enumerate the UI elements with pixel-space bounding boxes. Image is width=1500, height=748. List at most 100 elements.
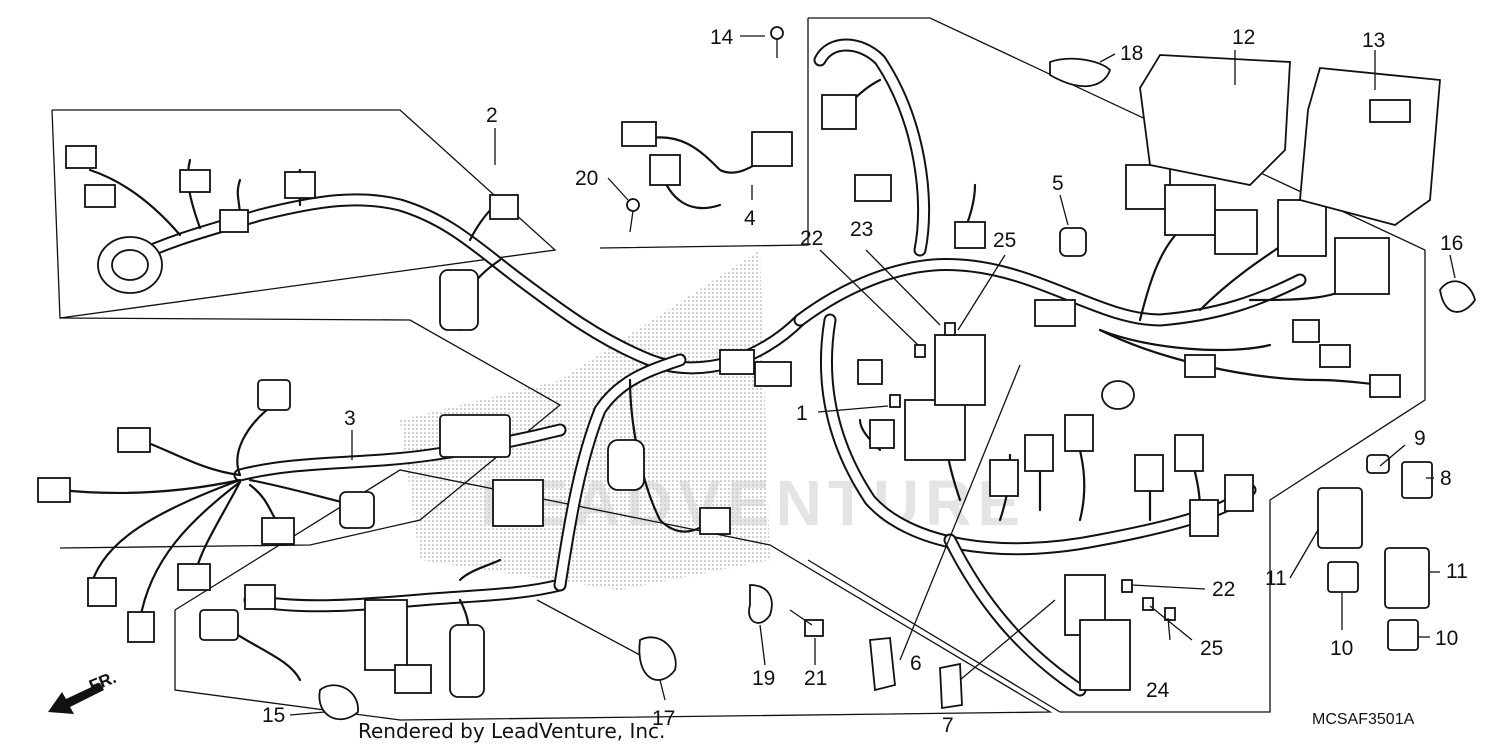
connector-2c <box>179 169 211 193</box>
connector-4b <box>649 154 681 186</box>
callout-2: 2 <box>486 104 498 127</box>
fuse-24-part <box>1142 597 1154 611</box>
connector-main-n <box>1174 434 1204 472</box>
group-frames <box>51 17 1426 721</box>
frame-lower-harness <box>174 469 1053 721</box>
connector-2a <box>65 145 97 169</box>
callout-3: 3 <box>344 407 356 430</box>
clamp-18 <box>1049 57 1112 87</box>
callout-11a: 11 <box>1265 567 1287 590</box>
frame-sub-harness-2 <box>51 109 557 319</box>
ecu-13 <box>1299 67 1441 226</box>
connector-main-v <box>857 359 883 385</box>
condenser-can-upper <box>439 269 479 331</box>
diagram-code: MCSAF3501A <box>1312 711 1415 728</box>
connector-4c <box>751 131 793 167</box>
fuse-25b-part <box>1164 607 1176 621</box>
relay-8 <box>1401 461 1433 499</box>
connector-main-s <box>1319 344 1351 368</box>
ecu-13-label-plate <box>1369 99 1411 123</box>
connector-2e <box>284 171 316 199</box>
connector-main-m <box>1134 454 1164 492</box>
connector-main-l <box>1064 414 1094 452</box>
part-9 <box>1366 454 1390 474</box>
connector-3c <box>37 477 71 503</box>
connector-main-p <box>1224 474 1254 512</box>
callout-24: 24 <box>1146 679 1170 702</box>
callout-25a: 25 <box>993 229 1016 252</box>
clamp-17 <box>638 636 677 681</box>
connector-3e <box>127 611 155 643</box>
condenser-can-mid <box>607 439 645 491</box>
bolt-20-shaft <box>629 210 634 233</box>
front-direction-arrow: FR. <box>48 668 119 714</box>
connector-main-j <box>989 459 1019 497</box>
frame-sub-harness-3 <box>59 317 562 549</box>
callout-5: 5 <box>1052 172 1064 195</box>
lower-harness <box>199 349 792 698</box>
callout-13: 13 <box>1362 29 1385 52</box>
callout-9: 9 <box>1414 427 1426 450</box>
relay-cover-11b <box>1384 547 1430 609</box>
connector-main-h <box>1277 199 1327 257</box>
connector-lower-a <box>199 609 239 641</box>
connector-main-b <box>854 174 892 202</box>
part-5 <box>1059 227 1087 257</box>
connector-lower-block <box>364 599 408 671</box>
callout-7: 7 <box>942 714 954 737</box>
clamp-15 <box>318 684 359 721</box>
callout-labels: 2 3 4 5 6 7 8 9 10 10 11 11 12 13 14 15 … <box>262 26 1468 737</box>
connector-lower-e <box>699 507 731 535</box>
connector-main-g <box>1214 209 1258 255</box>
callout-20: 20 <box>575 167 598 190</box>
bolt-21-shaft <box>789 609 813 626</box>
connector-main-o <box>1189 499 1219 537</box>
credit-text: Rendered by LeadVenture, Inc. <box>358 719 665 743</box>
connector-3-block <box>439 414 511 458</box>
fuse-22b-part <box>1121 579 1133 593</box>
callout-10b: 10 <box>1435 627 1458 650</box>
callout-15: 15 <box>262 704 285 727</box>
connector-main-u <box>869 419 895 449</box>
relay-10b <box>1387 619 1419 651</box>
connector-main-r <box>1369 374 1401 398</box>
relay-10a <box>1327 561 1359 593</box>
connector-lower-b <box>244 584 276 610</box>
connector-4a <box>621 121 657 147</box>
sub-harness-2 <box>65 145 807 375</box>
connector-main-f <box>1164 184 1216 236</box>
fuse-22a-part <box>914 344 926 358</box>
callout-22b: 22 <box>1212 578 1235 601</box>
connector-2d <box>219 209 249 233</box>
connector-main-i <box>1334 237 1390 295</box>
callout-14: 14 <box>710 26 734 49</box>
clip-19 <box>748 584 773 624</box>
connector-lower-g <box>754 361 792 387</box>
cover-7 <box>939 662 963 710</box>
callout-11b: 11 <box>1446 560 1468 583</box>
connector-3b <box>117 427 151 453</box>
connector-main-q <box>1184 354 1216 378</box>
connector-3g <box>339 491 375 529</box>
frame-main-harness <box>807 17 1426 713</box>
main-harness <box>793 38 1401 697</box>
relay-cover-11a <box>1317 487 1363 549</box>
coupler-socket-inner <box>111 249 149 281</box>
connector-main-round <box>1101 380 1135 410</box>
callout-17: 17 <box>652 707 675 730</box>
callout-18: 18 <box>1120 42 1143 65</box>
connector-main-t <box>1292 319 1320 343</box>
connector-3d <box>87 577 117 607</box>
callout-10a: 10 <box>1330 637 1353 660</box>
callout-1: 1 <box>796 402 808 425</box>
connector-3f <box>177 563 211 591</box>
connector-main-a <box>821 94 857 130</box>
bolt-14-head <box>770 26 784 40</box>
direction-label: FR. <box>86 668 119 696</box>
connector-2f <box>489 194 519 220</box>
standalone-parts <box>318 26 1476 721</box>
callout-22a: 22 <box>800 227 823 250</box>
connector-main-k <box>1024 434 1054 472</box>
clamp-16 <box>1439 280 1476 313</box>
